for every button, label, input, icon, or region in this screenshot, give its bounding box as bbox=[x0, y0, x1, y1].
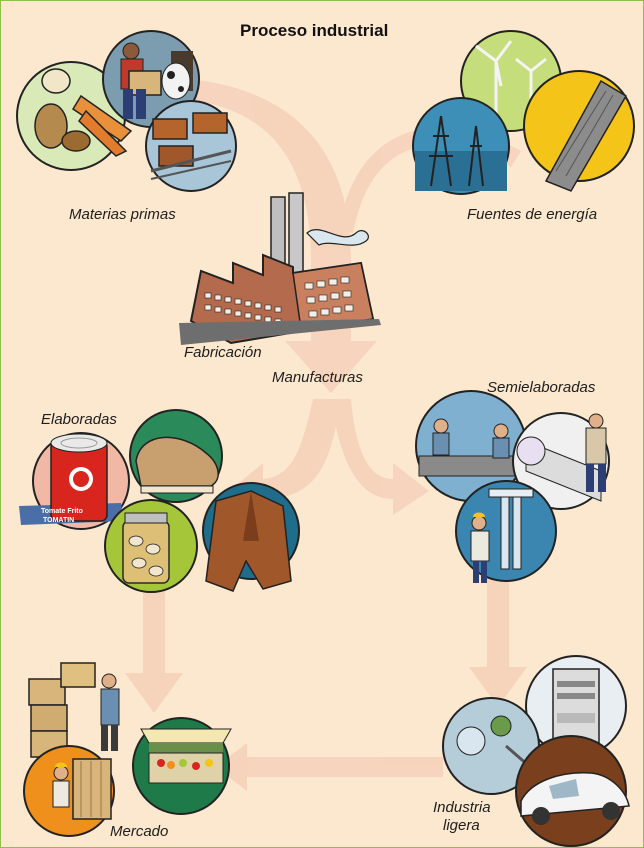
label-finished: Elaboradas bbox=[41, 411, 117, 428]
label-light-industry-line2: ligera bbox=[443, 817, 480, 834]
energy-sources-illustration bbox=[412, 30, 635, 195]
label-semi-finished: Semielaboradas bbox=[487, 379, 596, 396]
light-industry-illustration bbox=[442, 655, 630, 847]
label-energy-sources: Fuentes de energía bbox=[467, 206, 598, 223]
diagram-title: Proceso industrial bbox=[240, 21, 389, 40]
factory-illustration bbox=[179, 192, 381, 345]
market-illustration bbox=[23, 662, 232, 837]
raw-materials-illustration bbox=[16, 30, 237, 192]
finished-goods-illustration bbox=[19, 409, 300, 593]
semi-finished-illustration bbox=[415, 390, 610, 583]
label-market: Mercado bbox=[110, 823, 169, 840]
label-manufactures: Manufacturas bbox=[272, 369, 363, 386]
can-text-line2: TOMATIN bbox=[43, 517, 74, 524]
label-light-industry-line1: Industria bbox=[433, 799, 491, 816]
label-raw-materials: Materias primas bbox=[69, 206, 176, 223]
can-text-line1: Tomate Frito bbox=[41, 508, 83, 515]
label-manufacturing: Fabricación bbox=[184, 344, 262, 361]
